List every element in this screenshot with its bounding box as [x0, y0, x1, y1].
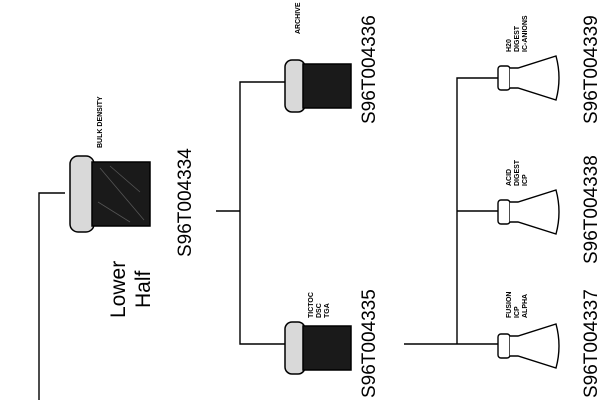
- root-jar-caption: BULK DENSITY: [97, 96, 104, 148]
- level2-node: TICTOC DSC TGA S96T004335: [285, 289, 380, 398]
- root-jar-id: S96T004334: [175, 148, 196, 257]
- level3-caption-line: DIGEST: [514, 159, 521, 186]
- level2-caption-line: ARCHIVE: [295, 2, 302, 34]
- sample-jar-icon: [285, 322, 351, 374]
- level3-caption-line: ALPHA: [522, 294, 529, 318]
- sample-jar-icon: [285, 60, 351, 112]
- level2-jar-id: S96T004336: [359, 15, 380, 124]
- flask-icon: [498, 324, 559, 368]
- level3-bracket-line: [404, 78, 500, 344]
- sample-jar-icon: [70, 156, 150, 232]
- level3-caption-line: DIGEST: [514, 25, 521, 52]
- level3-node: ACID DIGEST ICP S96T004338: [498, 155, 599, 264]
- level3-caption-line: ICP: [522, 174, 529, 186]
- level2-caption-line: DSC: [316, 303, 323, 318]
- tree-connectors: [39, 78, 500, 400]
- flask-icon: [498, 190, 559, 234]
- level2-caption-line: TICTOC: [308, 292, 315, 318]
- half-label-line1: Lower: [107, 261, 130, 318]
- half-label-line2: Half: [132, 270, 155, 308]
- level2-bracket-line: [216, 82, 287, 344]
- level3-caption-line: IC-ANIONS: [522, 15, 529, 52]
- level3-caption-line: FUSION: [506, 292, 513, 318]
- level3-flask-id: S96T004338: [581, 155, 599, 264]
- level2-node: ARCHIVE S96T004336: [285, 2, 380, 124]
- level3-node: H20 DIGEST IC-ANIONS S96T004339: [498, 15, 599, 124]
- flask-icon: [498, 56, 559, 100]
- level3-flask-id: S96T004337: [581, 289, 599, 398]
- level2-jar-id: S96T004335: [359, 289, 380, 398]
- level3-caption-line: ICP: [514, 306, 521, 318]
- level3-caption-line: ACID: [506, 169, 513, 186]
- root-node: BULK DENSITY S96T004334 Lower Half: [70, 96, 196, 318]
- root-bracket-line: [39, 193, 65, 400]
- level3-flask-id: S96T004339: [581, 15, 599, 124]
- level3-caption-line: H20: [506, 39, 513, 52]
- level2-caption-line: TGA: [324, 303, 331, 318]
- level3-node: FUSION ICP ALPHA S96T004337: [498, 289, 599, 398]
